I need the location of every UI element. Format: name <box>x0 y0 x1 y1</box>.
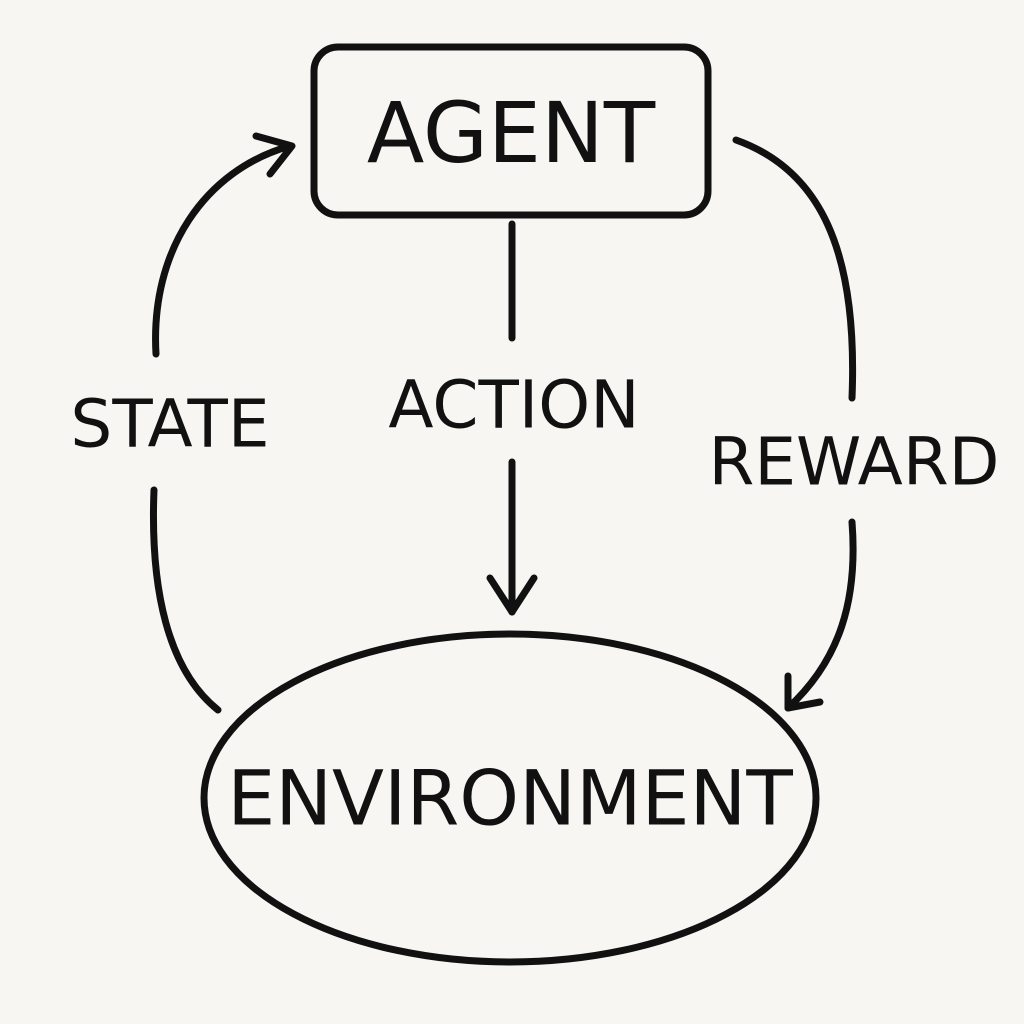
state-label: STATE <box>70 386 269 463</box>
environment-node: ENVIRONMENT <box>200 630 820 966</box>
reward-line-bottom <box>784 518 857 712</box>
state-arrowhead <box>252 132 296 178</box>
state-line-top <box>152 142 294 358</box>
agent-node: AGENT <box>310 43 712 219</box>
agent-box <box>310 43 712 219</box>
state-edge: STATE <box>70 132 296 714</box>
agent-label: AGENT <box>367 84 656 182</box>
reward-label: REWARD <box>708 424 999 501</box>
action-edge: ACTION <box>388 220 640 616</box>
reward-line-top <box>732 136 857 402</box>
state-line-bottom <box>150 486 222 714</box>
environment-ellipse <box>200 630 820 966</box>
reward-edge: REWARD <box>708 136 1000 712</box>
action-arrowhead <box>486 574 538 616</box>
reward-arrowhead <box>784 672 824 712</box>
action-label: ACTION <box>388 367 639 444</box>
environment-label: ENVIRONMENT <box>227 754 793 843</box>
